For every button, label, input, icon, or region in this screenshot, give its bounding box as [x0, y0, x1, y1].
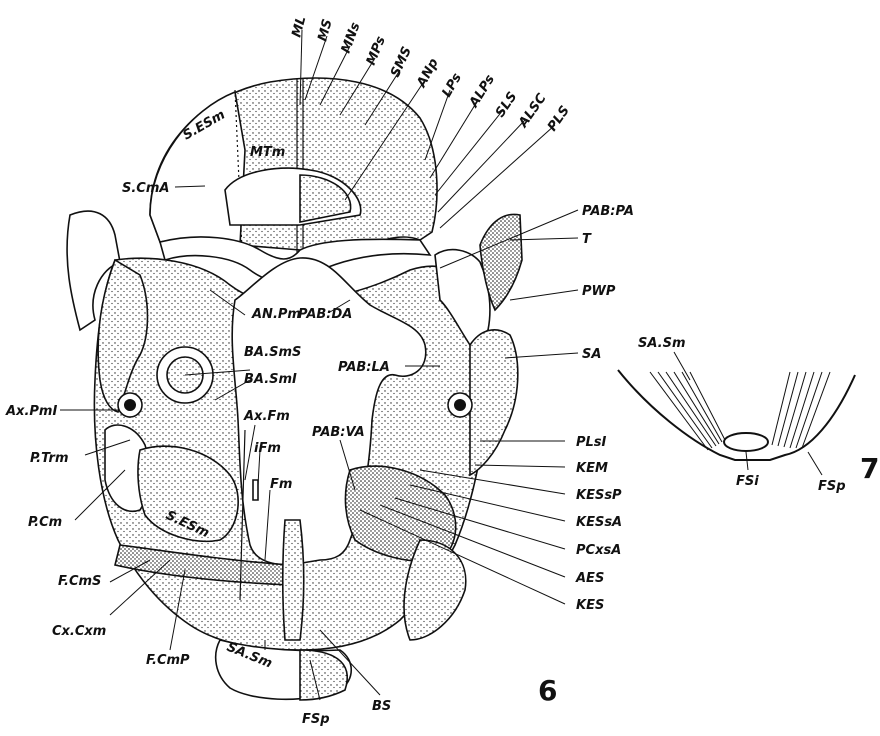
label-iFm: iFm: [254, 441, 281, 456]
label-PCxsA: PCxsA: [576, 543, 621, 558]
left-spiracle-dot: [124, 399, 136, 411]
label-KEM: KEM: [576, 461, 608, 476]
label-FCmP: F.CmP: [146, 653, 190, 668]
label-ANPm: AN.Pm: [251, 307, 301, 322]
figure-7-drawing: [618, 352, 855, 475]
label-PAB-DA: PAB:DA: [298, 307, 352, 322]
label-ML: ML: [289, 15, 309, 39]
fig7-outline: [618, 370, 855, 460]
label-LPs: LPs: [439, 71, 465, 100]
fig7-label-SASm: SA.Sm: [638, 336, 686, 351]
fig7-right-striations: [772, 372, 830, 448]
label-CxCxm: Cx.Cxm: [52, 624, 106, 639]
label-SCmA: S.CmA: [122, 181, 169, 196]
label-KESsP: KESsP: [576, 488, 622, 503]
label-SA: SA: [582, 347, 601, 362]
label-BASmI: BA.SmI: [244, 372, 297, 387]
label-PLsI: PLsI: [576, 435, 607, 450]
label-SMS: SMS: [388, 45, 415, 80]
label-PAB-PA: PAB:PA: [582, 204, 634, 219]
fig7-label-FSp: FSp: [818, 479, 846, 494]
label-BASmS: BA.SmS: [244, 345, 301, 360]
label-KESsA: KESsA: [576, 515, 622, 530]
label-MTm: MTm: [250, 145, 285, 160]
label-PAB-LA: PAB:LA: [338, 360, 390, 375]
label-ALPs: ALPs: [466, 72, 498, 111]
label-KES: KES: [576, 598, 604, 613]
label-Fm: Fm: [270, 477, 292, 492]
label-PAB-VA: PAB:VA: [312, 425, 365, 440]
label-SLS: SLS: [493, 89, 521, 120]
label-MPs: MPs: [364, 34, 389, 67]
label-PWP: PWP: [582, 284, 616, 299]
label-FCmS: F.CmS: [58, 574, 101, 589]
label-PCm: P.Cm: [28, 515, 62, 530]
figure-7-labels: SA.Sm FSi FSp 7: [638, 336, 879, 494]
label-MS: MS: [315, 18, 335, 43]
label-AxFm: Ax.Fm: [243, 409, 290, 424]
label-AES: AES: [575, 571, 604, 586]
label-PLS: PLS: [545, 103, 573, 134]
fig7-label-FSi: FSi: [736, 474, 759, 489]
figure-6-number: 6: [538, 674, 557, 707]
fig7-pit: [724, 433, 768, 451]
label-PTrm: P.Trm: [30, 451, 69, 466]
label-BS: BS: [372, 699, 391, 714]
fig7-left-striations: [650, 372, 725, 450]
label-T: T: [582, 232, 592, 247]
furcal-column: [283, 520, 304, 640]
label-FSp: FSp: [302, 712, 330, 727]
label-MNs: MNs: [339, 20, 364, 55]
label-AxPmI: Ax.PmI: [5, 404, 57, 419]
right-episternum-plate: [404, 540, 466, 640]
right-pleural-plate: [470, 330, 518, 475]
figure-7-number: 7: [860, 452, 879, 485]
ifm-slot: [253, 480, 258, 500]
label-ANp: ANp: [414, 56, 442, 91]
right-spiracle-dot: [454, 399, 466, 411]
